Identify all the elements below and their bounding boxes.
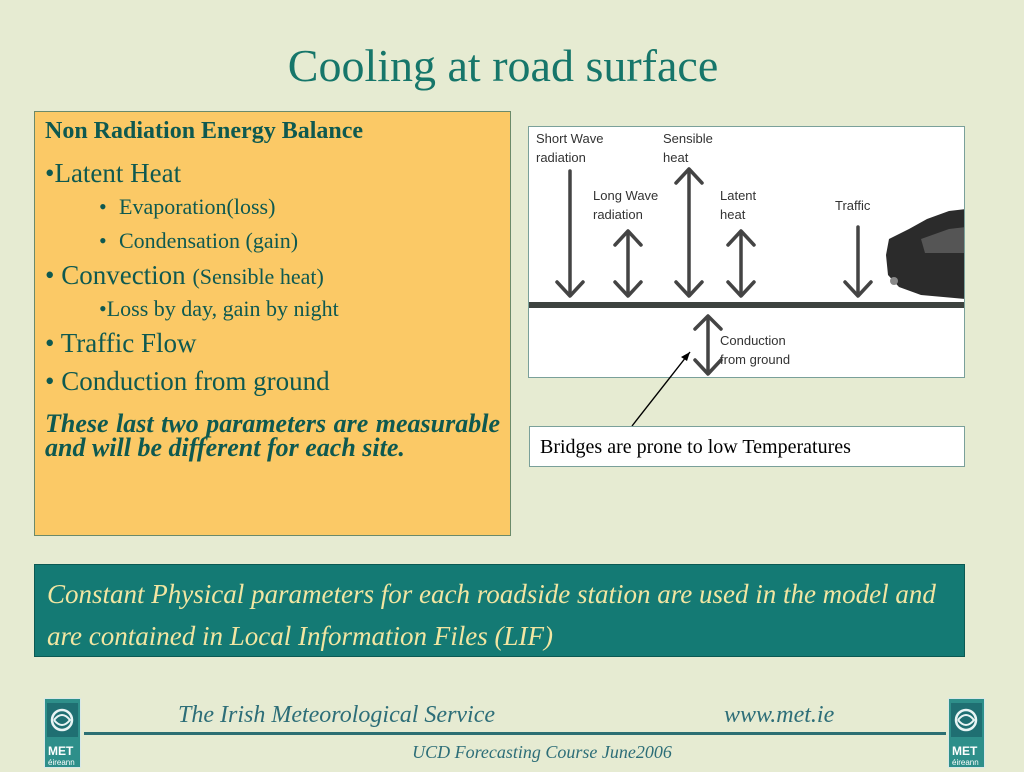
met-logo-icon: MET éireann <box>47 703 78 767</box>
diagram-arrows <box>529 167 964 376</box>
label-sensible-heat: Sensible heat <box>663 131 713 165</box>
label-latent-heat: Latent heat <box>720 188 757 222</box>
logo-text-left: éireann <box>48 758 75 767</box>
label-conduction: Conduction from ground <box>720 333 791 367</box>
footer-divider <box>84 732 946 735</box>
convection-note: (Sensible heat) <box>192 264 324 289</box>
measurable-note: These last two parameters are measurable… <box>45 409 500 462</box>
met-logo-icon: MET éireann <box>951 703 982 767</box>
energy-flux-diagram: Short Wave radiation Sensible heat Long … <box>528 126 965 378</box>
footer-organisation: The Irish Meteorological Service <box>178 702 496 728</box>
bullet-conduction: • Conduction from ground <box>45 366 330 396</box>
label-traffic: Traffic <box>835 198 871 213</box>
bullet-evaporation: •Evaporation(loss) <box>99 194 276 219</box>
bullet-convection: • Convection (Sensible heat) <box>45 260 324 290</box>
bridges-callout: Bridges are prone to low Temperatures <box>529 426 965 467</box>
bullet-latent-heat: •Latent Heat <box>45 158 182 188</box>
svg-text:MET: MET <box>952 744 978 758</box>
met-eireann-logo-left: MET éireann <box>44 698 81 768</box>
logo-text-right: éireann <box>952 758 979 767</box>
lif-info-box: Constant Physical parameters for each ro… <box>34 564 965 657</box>
footer-course: UCD Forecasting Course June2006 <box>412 742 672 762</box>
label-long-wave: Long Wave radiation <box>593 188 659 222</box>
label-short-wave: Short Wave radiation <box>536 131 604 165</box>
energy-box-heading: Non Radiation Energy Balance <box>45 118 364 144</box>
energy-balance-box: Non Radiation Energy Balance •Latent Hea… <box>34 111 511 536</box>
svg-text:MET: MET <box>48 744 74 758</box>
bullet-condensation: •Condensation (gain) <box>99 228 299 253</box>
bullet-traffic-flow: • Traffic Flow <box>45 328 197 358</box>
footer-website-link[interactable]: www.met.ie <box>724 702 835 728</box>
slide-title: Cooling at road surface <box>287 40 719 91</box>
bullet-loss-gain: •Loss by day, gain by night <box>99 296 339 321</box>
met-eireann-logo-right: MET éireann <box>948 698 985 768</box>
